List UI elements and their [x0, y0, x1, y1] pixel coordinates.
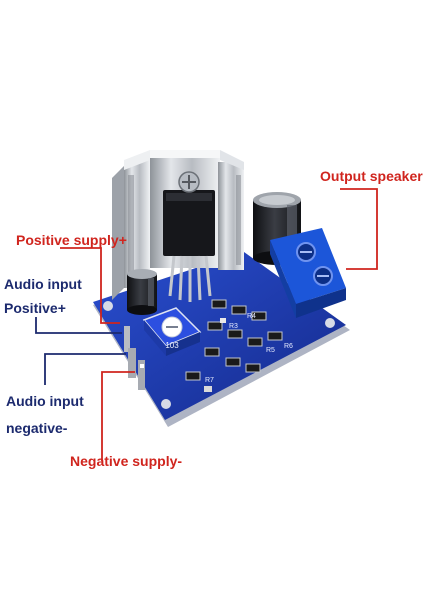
mounting-hole	[103, 301, 113, 311]
potentiometer: 103	[142, 307, 202, 356]
resistor-label-r5: R5	[266, 347, 275, 354]
input-pins	[124, 326, 145, 390]
callout-line-positive-supply	[60, 247, 120, 324]
output-speaker-label: Output speaker	[320, 168, 423, 184]
resistor-label-r6: R6	[284, 343, 293, 350]
mounting-hole	[161, 399, 171, 409]
resistor-marks: R3 R4 R5 R6 R7	[205, 313, 293, 384]
audio-input-positive-label-line2: Positive+	[4, 300, 66, 316]
resistor-label-r3: R3	[229, 323, 238, 330]
resistor-label-r7: R7	[205, 377, 214, 384]
audio-input-negative-label-line2: negative-	[6, 420, 68, 436]
smd-components	[185, 299, 283, 392]
negative-supply-label: Negative supply-	[70, 453, 183, 469]
callout-lines	[35, 188, 378, 461]
screw-terminal	[270, 228, 346, 318]
positive-supply-label: Positive supply+	[16, 232, 127, 248]
audio-input-negative-label-line1: Audio input	[6, 393, 84, 409]
amplifier-ic	[163, 171, 215, 302]
callout-line-negative-supply	[101, 371, 135, 461]
mounting-hole	[325, 318, 335, 328]
callout-line-output-speaker	[340, 188, 378, 270]
capacitor-small	[127, 269, 157, 315]
callout-line-audio-input-positive	[35, 317, 122, 334]
pot-code-label: 103	[165, 341, 179, 350]
callout-line-audio-input-negative	[44, 353, 126, 385]
audio-input-positive-label-line1: Audio input	[4, 276, 82, 292]
resistor-label-r4: R4	[247, 313, 256, 320]
